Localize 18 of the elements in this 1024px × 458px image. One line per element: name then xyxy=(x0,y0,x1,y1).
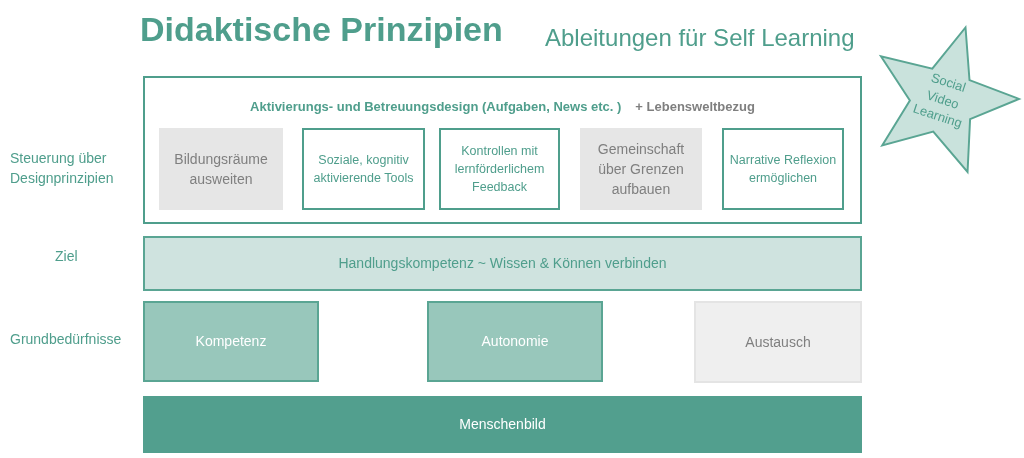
principle-box: Bildungsräume ausweiten xyxy=(159,128,283,210)
row-label: Steuerung über Designprinzipien xyxy=(10,149,115,189)
principle-box: Narrative Reflexion ermöglichen xyxy=(722,128,844,210)
goal-band: Handlungskompetenz ~ Wissen & Können verbinden xyxy=(143,236,862,291)
row-label: Grundbedürfnisse xyxy=(10,330,123,349)
principle-box: Gemeinschaft über Grenzen aufbauen xyxy=(580,128,702,210)
context-note: + Lebensweltbezug xyxy=(635,99,755,114)
need-box: Kompetenz xyxy=(143,301,319,382)
principle-box: Soziale, kognitiv aktivierende Tools xyxy=(302,128,425,210)
principle-box: Kontrollen mit lernförderlichem Feedback xyxy=(439,128,560,210)
subtitle: Ableitungen für Self Learning xyxy=(545,24,855,52)
need-box: Austausch xyxy=(694,301,862,383)
frame-heading: Aktivierungs- und Betreuungsdesign (Aufgaben, News etc. ) xyxy=(250,99,622,114)
design-frame xyxy=(143,76,862,224)
row-label: Ziel xyxy=(55,247,79,266)
foundation-bar: Menschenbild xyxy=(143,396,862,453)
diagram-title: Didaktische Prinzipien xyxy=(140,10,503,49)
need-box: Autonomie xyxy=(427,301,603,382)
